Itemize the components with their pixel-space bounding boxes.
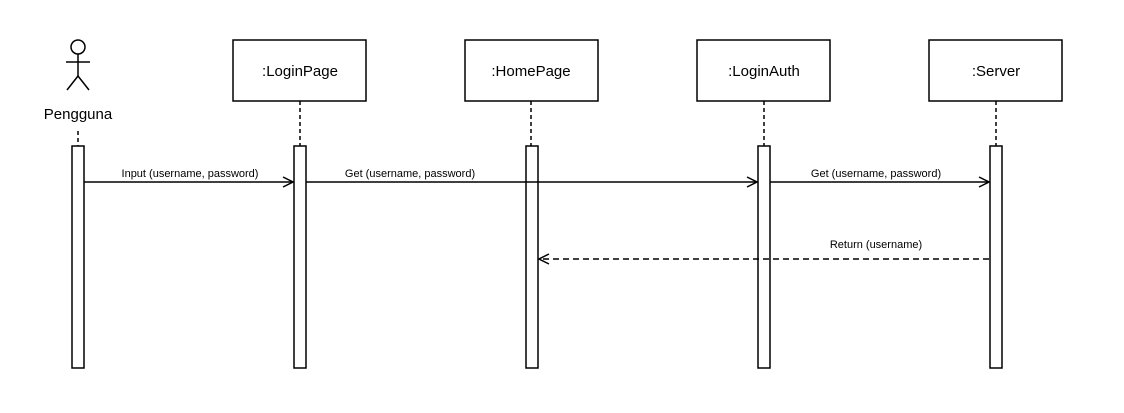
activation-loginauth — [757, 145, 771, 369]
message-get-server: Get (username, password) — [770, 168, 989, 182]
activation-server — [989, 145, 1003, 369]
message-input: Input (username, password) — [84, 168, 293, 182]
object-box — [232, 39, 367, 102]
activation-loginpage — [293, 145, 307, 369]
message-label: Input (username, password) — [122, 168, 259, 180]
object-label: :LoginAuth — [728, 63, 800, 80]
actor-pengguna: Pengguna — [44, 39, 113, 123]
actor-label: Pengguna — [44, 106, 113, 123]
object-label: :HomePage — [491, 63, 570, 80]
message-return: Return (username) — [539, 239, 989, 259]
object-box — [928, 39, 1063, 102]
object-server: :Server — [928, 39, 1063, 102]
object-box — [696, 39, 831, 102]
object-label: :LoginPage — [262, 63, 338, 80]
message-label: Return (username) — [830, 239, 922, 251]
object-loginauth: :LoginAuth — [696, 39, 831, 102]
object-label: :Server — [972, 63, 1020, 80]
message-label: Get (username, password) — [345, 168, 475, 180]
message-label: Get (username, password) — [811, 168, 941, 180]
actor-head — [70, 39, 86, 55]
activation-pengguna — [71, 145, 85, 369]
object-box — [464, 39, 599, 102]
actor-left-leg — [66, 75, 79, 91]
actor-right-leg — [77, 75, 90, 91]
object-loginpage: :LoginPage — [232, 39, 367, 102]
activation-homepage — [525, 145, 539, 369]
object-homepage: :HomePage — [464, 39, 599, 102]
message-get-loginauth: Get (username, password) — [306, 168, 757, 182]
